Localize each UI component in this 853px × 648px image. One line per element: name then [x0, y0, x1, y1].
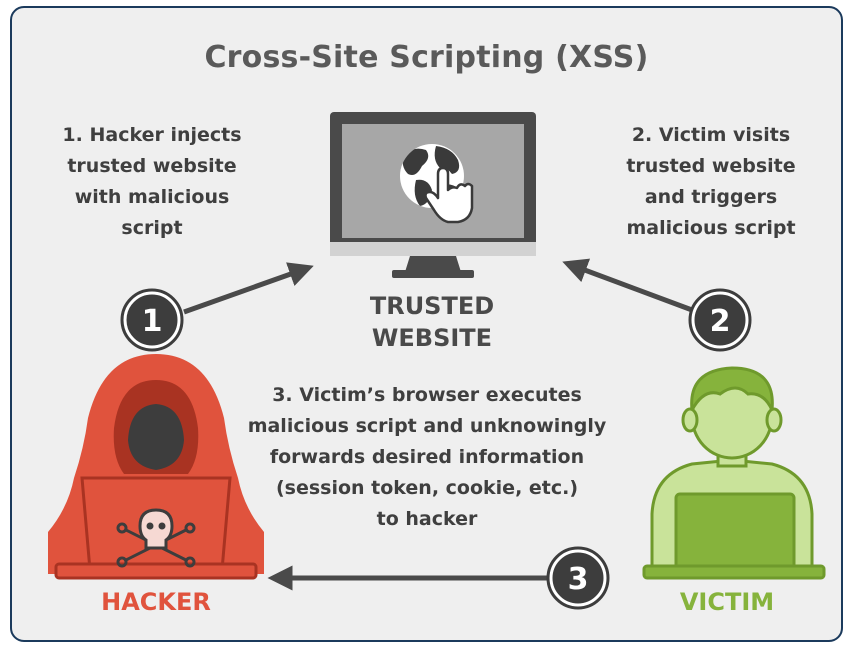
- step3-description: 3. Victim’s browser executes malicious s…: [232, 380, 622, 535]
- step1-line: 1. Hacker injects: [62, 124, 242, 146]
- step3-line: to hacker: [376, 508, 478, 530]
- step2-line: malicious script: [626, 217, 796, 239]
- step2-number: 2: [710, 304, 731, 339]
- step3-line: (session token, cookie, etc.): [275, 477, 579, 499]
- website-label-line: WEBSITE: [371, 324, 493, 352]
- step1-line: trusted website: [67, 155, 237, 177]
- step2-badge: 2: [688, 288, 752, 352]
- step2-line: trusted website: [626, 155, 796, 177]
- step1-description: 1. Hacker injects trusted website with m…: [52, 120, 252, 244]
- arrow-icon: [562, 258, 693, 313]
- step1-line: with malicious: [74, 186, 230, 208]
- diagram-frame: Cross-Site Scripting (XSS) 1. Hacker inj…: [10, 6, 843, 642]
- trusted-website-label: TRUSTED WEBSITE: [312, 290, 552, 354]
- hand-pointer-icon: [424, 166, 474, 224]
- step3-number: 3: [568, 562, 589, 597]
- diagram-title: Cross-Site Scripting (XSS): [204, 40, 649, 75]
- step2-line: and triggers: [644, 186, 778, 208]
- step1-line: script: [121, 217, 183, 239]
- step3-line: 3. Victim’s browser executes: [272, 384, 582, 406]
- step3-line: forwards desired information: [269, 446, 585, 468]
- victim-label: VICTIM: [679, 588, 775, 616]
- skull-crossbones-icon: [116, 508, 196, 568]
- hacker-label: HACKER: [101, 588, 211, 616]
- diagram-artwork: 1 2 3: [48, 112, 826, 610]
- laptop-icon: [642, 492, 826, 580]
- step2-description: 2. Victim visits trusted website and tri…: [606, 120, 816, 244]
- arrow-icon: [183, 262, 314, 315]
- step3-line: malicious script and unknowingly: [247, 415, 607, 437]
- hacker-icon: [48, 354, 264, 580]
- step3-badge: 3: [546, 546, 610, 610]
- step1-badge: 1: [120, 288, 184, 352]
- step2-line: 2. Victim visits: [631, 124, 791, 146]
- step1-number: 1: [142, 304, 163, 339]
- website-label-line: TRUSTED: [369, 292, 495, 320]
